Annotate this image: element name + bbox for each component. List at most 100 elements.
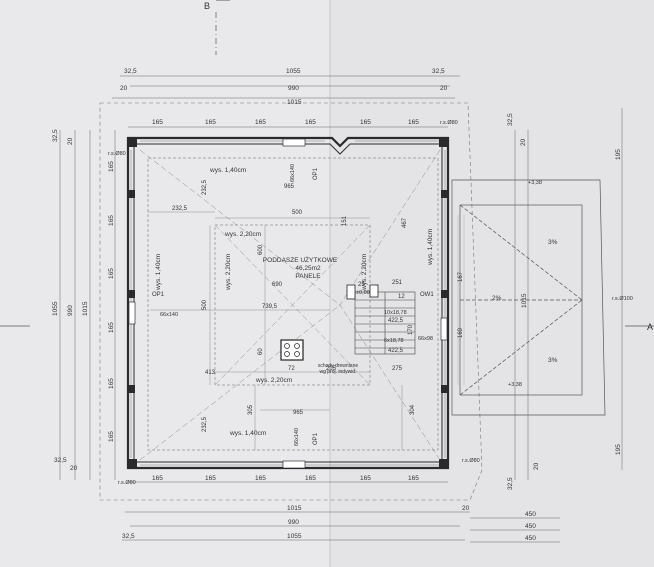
room-area: 46,25m2 [295,265,321,272]
drain-label: r.s.Ø100 [612,296,633,302]
drain-labels: r.s.Ø80 r.s.Ø80 r.s.Ø80 r.s.Ø80 r.s.Ø100 [108,120,633,486]
left-dim: 32,5 [54,457,67,464]
drain-label: r.s.Ø80 [118,480,136,486]
window-label: OP1 [313,432,319,445]
interior-dim: 413 [205,370,216,376]
top-dimension-labels: 32,5 1055 32,5 20 990 20 1015 165 165 16… [120,68,448,126]
stair-post [369,284,379,298]
interior-dim: 167 [458,271,464,282]
height-label: wys. 2,20cm [255,377,292,384]
left-dim: 165 [108,378,115,389]
top-dim: 165 [305,119,316,126]
top-dim: 32,5 [432,68,445,75]
opening-label: 66x140 [294,428,300,446]
drain-label: r.s.Ø80 [440,120,458,126]
stairs-note: wg proj. indywid. [320,369,357,375]
bottom-dim: 20 [462,505,470,512]
right-dim: 20 [520,138,527,146]
chimney [280,339,304,361]
interior-dim: 422,5 [388,348,404,354]
interior-dim: 25 [358,282,365,288]
interior-dim: 151 [342,215,348,226]
room-label: PODDASZE UŻYTKOWE 46,25m2 PANELE schody … [263,255,359,375]
level-labels: +3,38 +3,38 ±0,00 [356,180,542,388]
terrace-hatch [457,215,465,385]
interior-dim: 965 [293,410,304,416]
interior-dim: 600 [258,244,264,255]
left-dim: 165 [108,431,115,442]
stairs [354,291,416,355]
left-dim: 20 [70,465,78,472]
bottom-dimension-labels: 165 165 165 165 165 165 20 1015 450 990 … [122,475,536,542]
interior-dim: 205 [326,366,337,372]
roof-outline [99,102,483,501]
top-dim: 165 [255,119,266,126]
bottom-dim: 165 [408,475,419,482]
interior-dim: 169 [458,327,464,338]
level-label: ±0,00 [356,290,370,296]
window-label: OW1 [420,292,434,298]
opening-label: 66x98 [418,336,433,342]
drain-label: r.s.Ø80 [462,458,480,464]
interior-dim: 690 [272,282,283,288]
interior-dim: 500 [292,210,303,216]
height-label: wys. 2,20cm [361,254,368,291]
slope-label: 2% [492,295,502,302]
top-dim: 165 [360,119,371,126]
paper-left-page [0,0,330,567]
bottom-dim: 990 [288,519,299,526]
outer-walls [126,136,450,470]
left-dim: 1055 [52,301,59,316]
opening-label: 66x140 [290,164,296,182]
bottom-dim: 165 [205,475,216,482]
right-dim: 32,5 [507,113,514,126]
right-dim: 195 [615,444,622,455]
interior-dimension-labels: 232,5 965 500 232,5 600 690 500 739,5 41… [172,179,464,432]
interior-dim: 232,5 [202,179,208,195]
top-dim: 32,5 [124,68,137,75]
top-dim: 20 [440,85,448,92]
left-dim: 165 [108,215,115,226]
top-dim: 165 [408,119,419,126]
bottom-dim: 450 [525,535,536,542]
interior-dim: 170 [408,324,414,335]
height-label: wys. 1,40cm [155,254,162,291]
interior-dim: 739,5 [262,304,278,310]
interior-dimension-lines [148,211,403,450]
bottom-dim: 165 [305,475,316,482]
top-dim: 165 [152,119,163,126]
windows [128,138,448,469]
bottom-dim: 165 [152,475,163,482]
drain-label: r.s.Ø80 [108,151,126,157]
left-dimension-labels: 32,5 20 165 165 165 165 165 165 1055 990… [52,129,115,472]
bottom-dim: 165 [255,475,266,482]
window-label: OP1 [152,292,165,298]
interior-dim: 422,5 [388,318,404,324]
right-dim: 20 [533,462,540,470]
bottom-dim: 450 [525,511,536,518]
top-dim: 1055 [286,68,301,75]
top-dim: 20 [120,85,128,92]
room-finish: PANELE [295,273,321,280]
interior-dim: 965 [284,184,295,190]
knee-wall-line [147,157,439,451]
interior-dim: 232,5 [202,416,208,432]
section-marker-b: B [204,1,210,11]
top-dim: 990 [288,85,299,92]
left-dim: 165 [108,161,115,172]
left-dim: 990 [67,305,74,316]
right-dimensions [514,108,623,480]
window-labels: OP1 OP1 OP1 OW1 [152,167,434,445]
right-dim: 32,5 [507,477,514,490]
roof-hip-lines [139,149,441,461]
height-label: wys. 1,40cm [427,229,434,266]
opening-label: 66x140 [160,312,178,318]
right-dimension-labels: 32,5 20 195 1015 195 20 32,5 [507,113,622,490]
opening-label: 6x18,78 [384,338,404,344]
height-labels: wys. 1,40cm wys. 2,20cm wys. 2,20cm wys.… [155,167,434,437]
slope-labels: 3% 2% 3% [492,239,558,364]
bottom-dim: 450 [525,523,536,530]
right-dim: 195 [615,149,622,160]
interior-dim: 251 [392,280,403,286]
